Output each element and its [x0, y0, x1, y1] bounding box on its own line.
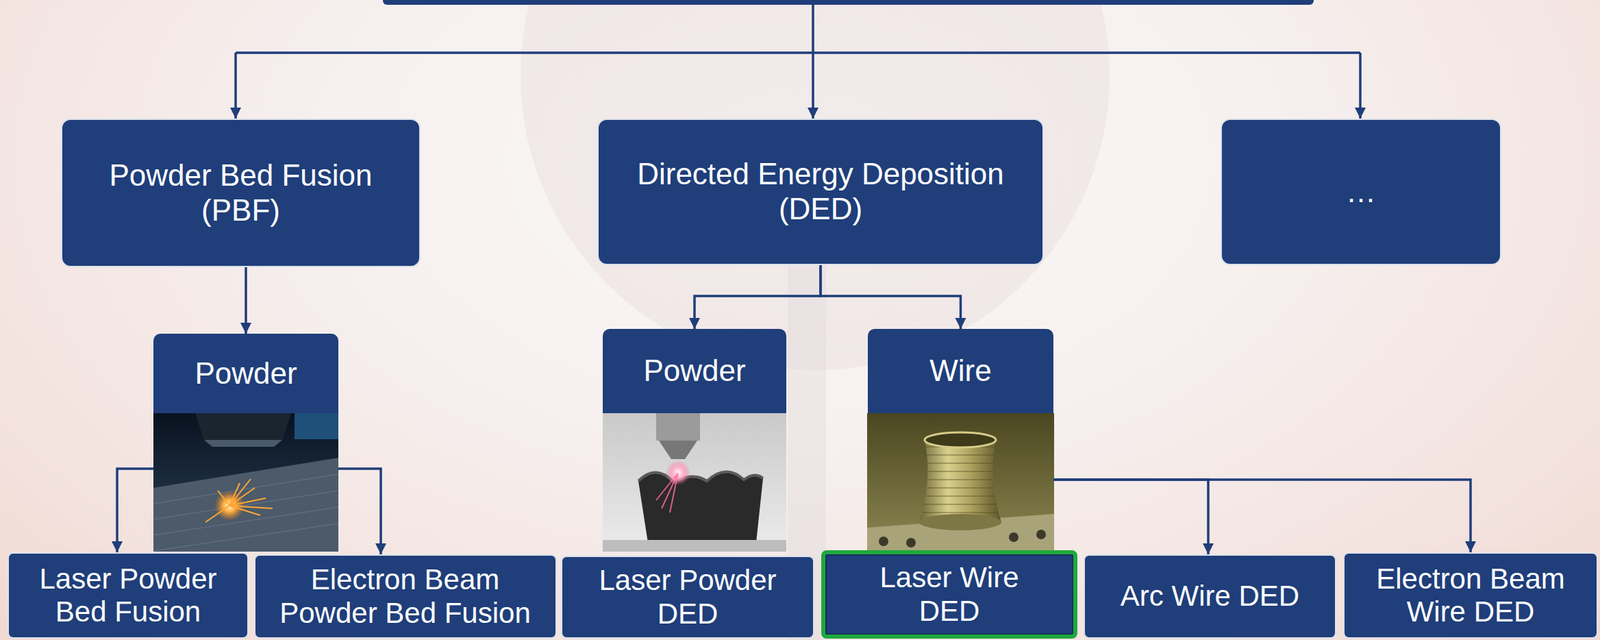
box-label: Laser Wire DED — [860, 560, 1039, 628]
connector-arrow — [820, 265, 961, 329]
root-connector — [1358, 52, 1362, 119]
root-connector — [235, 51, 1361, 55]
box-label: Powder Bed Fusion (PBF) — [90, 158, 392, 228]
process-box: Wire — [867, 328, 1054, 552]
process-box: Powder — [153, 333, 339, 552]
connector-arrow — [1053, 479, 1471, 553]
process-box: Powder Bed Fusion (PBF) — [60, 118, 421, 268]
process-box: Arc Wire DED — [1083, 554, 1337, 639]
box-label: Powder — [643, 328, 746, 414]
box-label: Arc Wire DED — [1120, 579, 1300, 613]
box-label: Laser Powder DED — [584, 563, 791, 631]
connector-arrow — [244, 267, 248, 334]
process-box: Laser Wire DED — [821, 550, 1078, 639]
process-box: Electron Beam Wire DED — [1343, 552, 1598, 639]
box-label: Wire — [929, 328, 992, 414]
connector-arrow — [338, 468, 381, 555]
box-label: Directed Energy Deposition (DED) — [608, 156, 1033, 227]
process-box: Laser Powder DED — [560, 555, 815, 639]
root-connector — [234, 52, 237, 119]
box-label: Powder — [194, 333, 297, 414]
process-box: Laser Powder Bed Fusion — [7, 552, 249, 639]
process-box: … — [1220, 118, 1502, 266]
connector-arrow — [1053, 479, 1209, 555]
box-label: … — [1345, 174, 1377, 210]
process-box: Electron Beam Powder Bed Fusion — [254, 554, 557, 639]
process-box: Powder — [602, 328, 787, 552]
connector-arrow — [694, 265, 821, 329]
root-connector — [811, 4, 815, 119]
root-box — [382, 0, 1314, 5]
box-label: Electron Beam Wire DED — [1367, 562, 1574, 629]
process-box: Directed Energy Deposition (DED) — [597, 118, 1044, 266]
box-label: Laser Powder Bed Fusion — [18, 562, 238, 629]
box-label: Electron Beam Powder Bed Fusion — [265, 563, 546, 630]
connector-arrow — [117, 468, 154, 553]
